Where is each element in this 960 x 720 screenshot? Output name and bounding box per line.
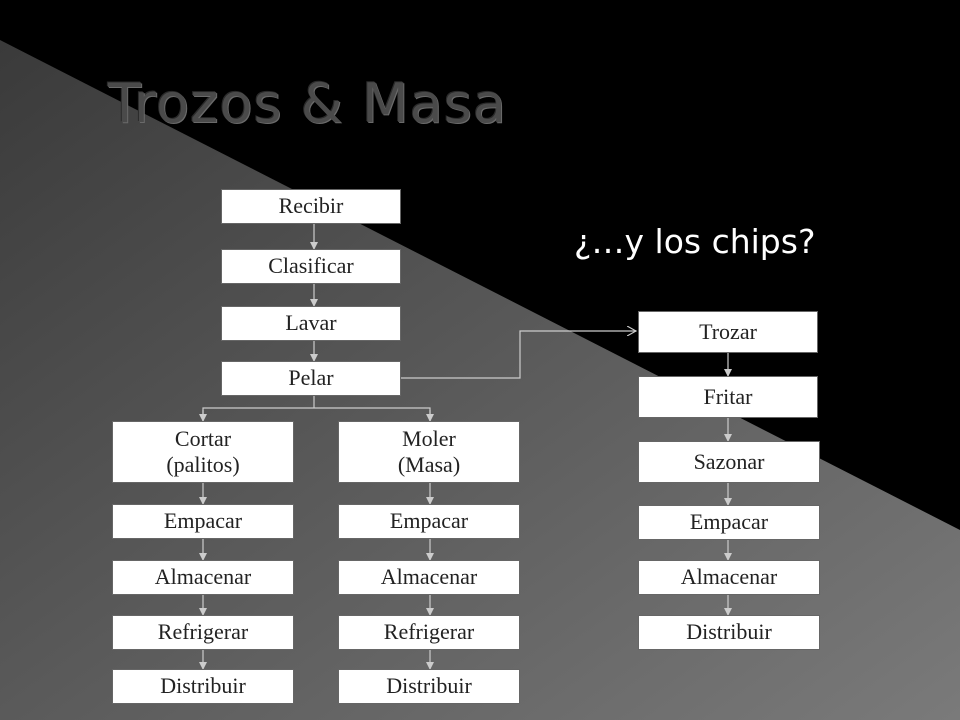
connector-split-bar (202, 407, 431, 421)
chips-question: ¿…y los chips? (574, 222, 816, 261)
chips-step-distribuir: Distribuir (638, 615, 820, 650)
palitos-step-almacenar: Almacenar (112, 560, 294, 595)
palitos-step-distribuir: Distribuir (112, 669, 294, 704)
masa-step-distribuir: Distribuir (338, 669, 520, 704)
chips-step-sazonar: Sazonar (638, 441, 820, 483)
masa-step-refrigerar: Refrigerar (338, 615, 520, 650)
chips-step-empacar: Empacar (638, 505, 820, 540)
palitos-step-empacar: Empacar (112, 504, 294, 539)
palitos-step-refrigerar: Refrigerar (112, 615, 294, 650)
masa-step-moler: Moler (Masa) (338, 421, 520, 483)
chips-step-fritar: Fritar (638, 376, 818, 418)
main-step-lavar: Lavar (221, 306, 401, 341)
connector-pelar-trozar (401, 331, 636, 379)
masa-step-empacar: Empacar (338, 504, 520, 539)
slide-title: Trozos & Masa (108, 72, 507, 135)
main-step-pelar: Pelar (221, 361, 401, 396)
main-step-recibir: Recibir (221, 189, 401, 224)
main-step-clasificar: Clasificar (221, 249, 401, 284)
palitos-step-cortar: Cortar (palitos) (112, 421, 294, 483)
chips-step-trozar: Trozar (638, 311, 818, 353)
masa-step-almacenar: Almacenar (338, 560, 520, 595)
chips-step-almacenar: Almacenar (638, 560, 820, 595)
